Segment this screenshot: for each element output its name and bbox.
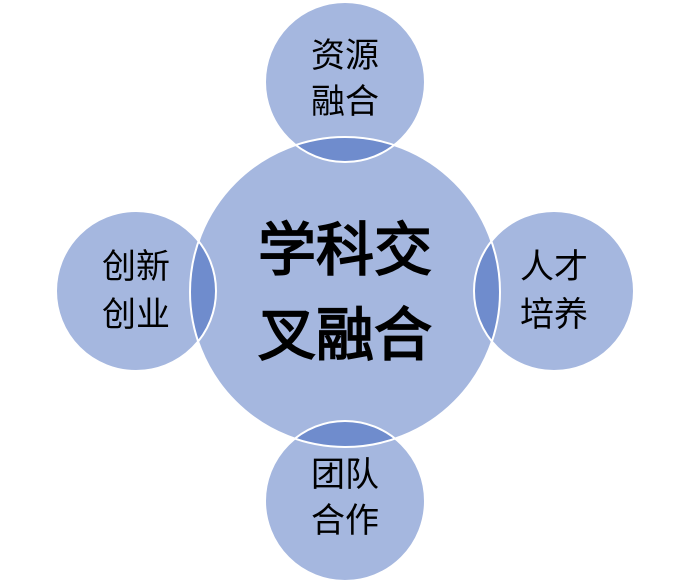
left-label-line2: 创业 [102, 295, 170, 335]
bottom-label-line1: 团队 [311, 455, 379, 495]
center-circle [190, 137, 500, 447]
right-label-line2: 培养 [520, 295, 588, 335]
bottom-circle [265, 421, 425, 581]
top-label-line2: 融合 [311, 82, 379, 122]
top-circle [265, 2, 425, 162]
bottom-label-line2: 合作 [311, 501, 379, 541]
right-circle [474, 211, 634, 371]
center-label-line2: 叉融合 [258, 301, 432, 369]
right-label-line1: 人才 [520, 247, 588, 287]
left-label-line1: 创新 [102, 247, 170, 287]
left-circle [56, 211, 216, 371]
top-label-line1: 资源 [311, 36, 379, 76]
center-label-line1: 学科交 [258, 216, 432, 284]
